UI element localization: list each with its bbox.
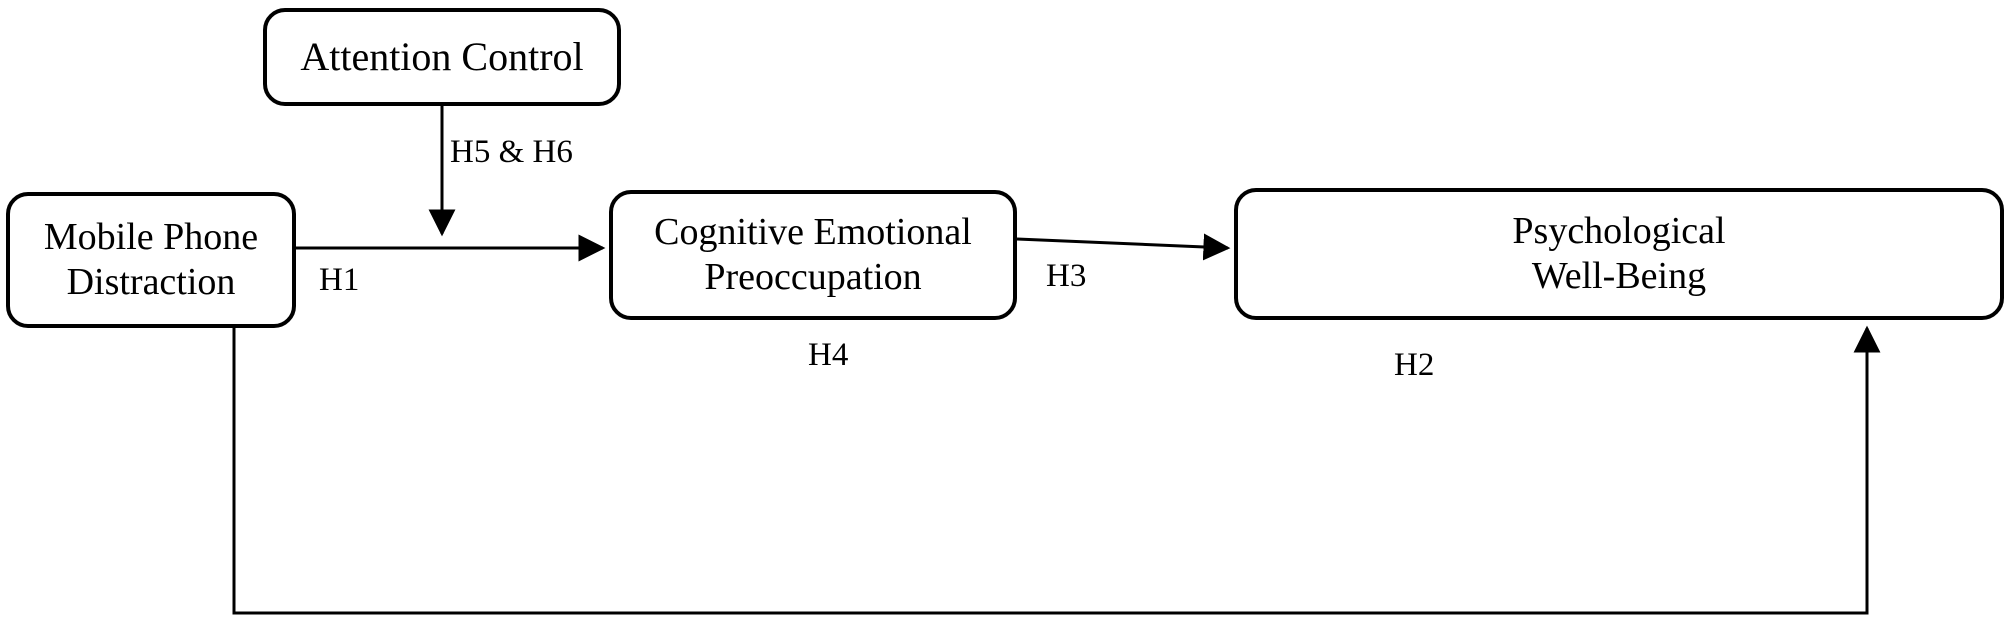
node-psychological-wellbeing-label: Psychological Well-Being bbox=[1409, 209, 1829, 299]
node-psychological-wellbeing[interactable]: Psychological Well-Being bbox=[1234, 188, 2004, 320]
node-psychological-wellbeing-line2: Well-Being bbox=[1531, 255, 1707, 297]
node-cognitive-emotional-preoccupation-label: Cognitive Emotional Preoccupation bbox=[613, 210, 1013, 300]
node-cognitive-emotional-preoccupation[interactable]: Cognitive Emotional Preoccupation bbox=[609, 190, 1017, 320]
edge-label-h5-h6: H5 & H6 bbox=[450, 134, 573, 170]
node-mobile-phone-distraction[interactable]: Mobile Phone Distraction bbox=[6, 192, 296, 328]
edge-label-h3: H3 bbox=[1046, 258, 1087, 294]
edge-h3-line bbox=[1016, 233, 1231, 261]
node-psychological-wellbeing-line1: Psychological bbox=[1512, 210, 1726, 253]
edge-label-h2: H2 bbox=[1394, 347, 1435, 383]
node-attention-control-label: Attention Control bbox=[300, 34, 584, 80]
edge-label-h1: H1 bbox=[319, 262, 360, 298]
edge-label-h4: H4 bbox=[808, 337, 849, 373]
node-cognitive-emotional-preoccupation-line1: Cognitive Emotional bbox=[654, 211, 972, 254]
node-mobile-phone-distraction-line2: Distraction bbox=[66, 261, 236, 303]
node-cognitive-emotional-preoccupation-line2: Preoccupation bbox=[704, 256, 922, 298]
node-attention-control[interactable]: Attention Control bbox=[263, 8, 621, 106]
node-mobile-phone-distraction-label: Mobile Phone Distraction bbox=[10, 215, 292, 305]
node-mobile-phone-distraction-line1: Mobile Phone bbox=[43, 216, 259, 259]
edge-h2-path bbox=[232, 325, 1881, 615]
